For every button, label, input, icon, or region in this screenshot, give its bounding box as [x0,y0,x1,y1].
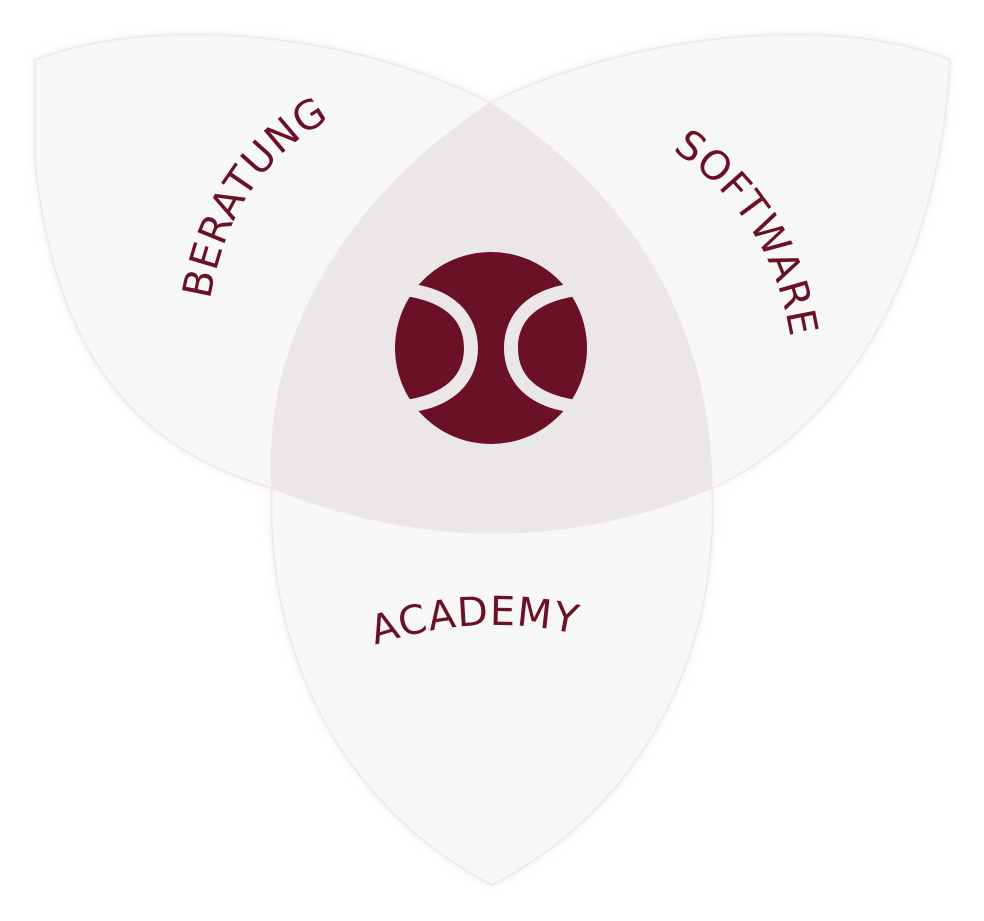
petal-academy [270,486,714,886]
petal-beratung [34,33,492,490]
logo-mark [395,252,587,444]
logo-left-arc [405,283,478,413]
logo-circle [395,252,587,444]
logo-right-arc [504,283,577,413]
